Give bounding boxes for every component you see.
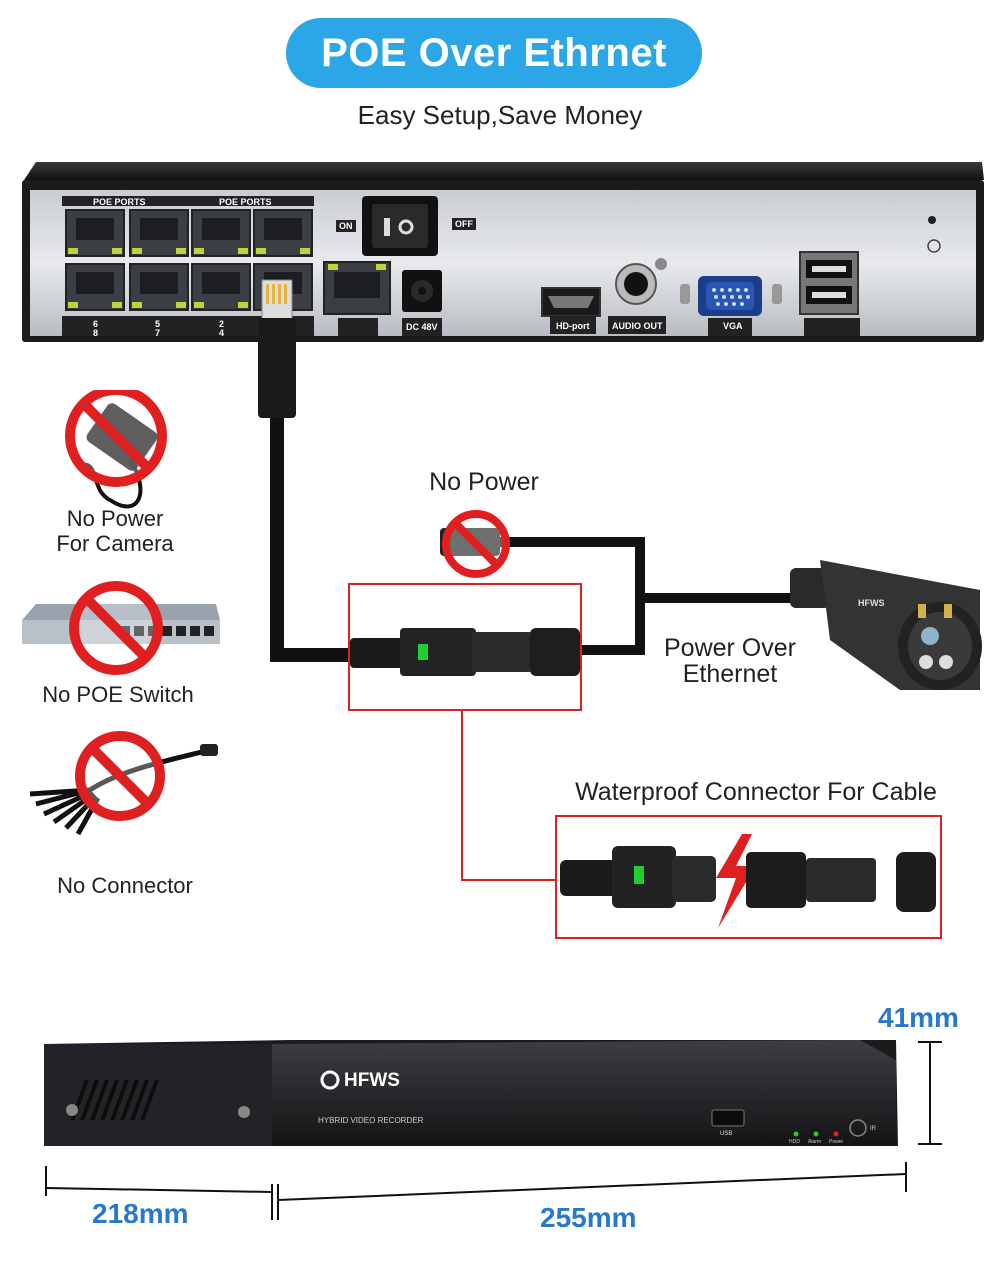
nvr-brand-logo: HFWS (344, 1070, 400, 1091)
power-adapter-icon (65, 390, 167, 509)
no-power-prohibition-icon (442, 510, 510, 578)
no-connector-caption: No Connector (57, 873, 193, 898)
audio-out-label: AUDIO OUT (612, 321, 663, 331)
no-power-caption: No Power (429, 468, 539, 496)
no-power-for-camera-line2: For Camera (56, 531, 174, 556)
poe-ports-label: POE PORTS (219, 197, 272, 207)
nvr-front-unit (44, 1040, 942, 1220)
camera-brand: HFWS (858, 598, 885, 608)
port-number: 5 (155, 319, 161, 329)
port-number: 4 (219, 328, 225, 338)
poe-switch-icon (22, 581, 220, 675)
no-poe-switch-caption: No POE Switch (42, 682, 194, 707)
switch-off-label: OFF (452, 218, 476, 230)
usb-label: USB (720, 1131, 733, 1137)
port-number: 2 (219, 319, 225, 329)
power-splitter-icon (29, 731, 218, 836)
led-label-hdd: HDD (789, 1139, 800, 1145)
left-column-icons (22, 390, 220, 836)
poe-caption-line1: Power Over (664, 634, 796, 662)
title-pill: POE Over Ethrnet (286, 18, 702, 88)
hd-port-label: HD-port (556, 321, 590, 331)
height-dimension: 41mm (878, 1002, 959, 1033)
nvr-model-text: HYBRID VIDEO RECORDER (318, 1116, 424, 1125)
led-label-alarm: Alarm (808, 1139, 822, 1145)
port-number: 7 (155, 328, 161, 338)
led-label-power: Power (829, 1139, 844, 1145)
page-title: POE Over Ethrnet (321, 30, 667, 75)
connector-highlight-box (348, 583, 582, 711)
exploded-connector-box (555, 815, 942, 939)
depth-dimension: 218mm (92, 1198, 189, 1229)
width-dimension: 255mm (540, 1202, 637, 1233)
lightning-icon (716, 834, 756, 928)
page-subtitle: Easy Setup,Save Money (357, 100, 643, 130)
port-number: 8 (93, 328, 99, 338)
cable-diagram (258, 279, 982, 928)
ir-label: IR (870, 1126, 876, 1132)
poe-caption-line2: Ethernet (682, 660, 778, 688)
connector-green-indicator (418, 644, 428, 660)
poe-ports-label: POE PORTS (93, 197, 146, 207)
dc-input-label: DC 48V (406, 322, 438, 332)
connector-green-indicator (634, 866, 644, 884)
bullet-camera (790, 560, 982, 690)
no-power-for-camera-line1: No Power (66, 506, 164, 531)
port-number: 6 (93, 319, 99, 329)
vga-label: VGA (723, 321, 743, 331)
switch-on-label: ON (336, 220, 356, 232)
waterproof-connector-title: Waterproof Connector For Cable (575, 778, 937, 806)
